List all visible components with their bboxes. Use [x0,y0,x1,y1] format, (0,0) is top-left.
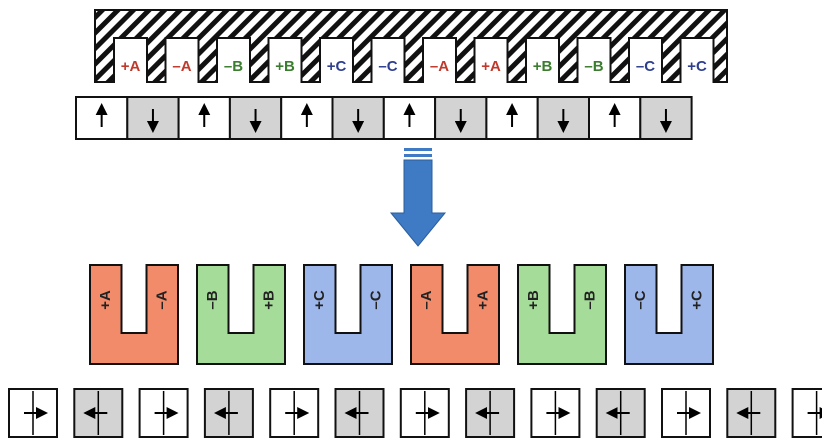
coil-phase-c: –C +C [624,264,714,365]
coil-phase-c: +C –C [303,264,393,365]
slot-label: –B [224,58,243,75]
magnet-left-arrow-icon [595,388,646,438]
magnet-right-arrow-icon [661,388,711,438]
magnet-up-arrow-icon [75,96,129,140]
slot-label: –C [378,58,397,75]
coil-right-label: +C [688,290,705,310]
coil-left-label: +B [525,290,542,310]
magnet-down-arrow-icon [228,96,283,140]
magnet-up-arrow-icon [177,96,231,140]
magnet-left-arrow-icon [203,388,254,438]
slot-label: –A [172,58,191,75]
slot-label: +A [121,58,141,75]
coil-right-label: –B [581,290,598,309]
coil-right-label: –C [367,290,384,309]
coil-phase-a: –A +A [410,264,500,365]
magnet-up-arrow-icon [588,96,642,140]
magnet-left-arrow-icon [334,388,385,438]
magnet-right-arrow-icon [530,388,581,438]
coil-phase-b: +B –B [517,264,607,365]
magnet-down-arrow-icon [639,96,693,140]
coil-left-label: +C [311,290,328,310]
magnet-down-arrow-icon [126,96,180,140]
magnet-right-arrow-icon [269,388,320,438]
magnet-down-arrow-icon [331,96,385,140]
coil-left-label: –A [418,290,435,309]
magnet-left-arrow-icon [726,388,777,438]
bottom-magnet-strip [8,388,822,438]
top-magnet-strip [75,96,693,140]
coil-phase-b: –B +B [196,264,286,365]
coil-row: +A –A –B +B +C –C –A +A +B –B –C +C [89,264,714,365]
slot-label: –C [636,58,655,75]
magnet-up-arrow-icon [280,96,334,140]
stator-core [94,9,728,83]
coil-phase-a: +A –A [89,264,179,365]
magnet-down-arrow-icon [536,96,591,140]
magnet-right-arrow-icon [399,388,450,438]
coil-left-label: +A [97,290,114,310]
coil-right-label: –A [153,290,170,309]
slot-label: +B [533,58,553,75]
coil-left-label: –B [204,290,221,309]
stator-slot-labels: +A –A –B +B +C –C –A +A +B –B –C +C [121,58,707,75]
coil-left-label: –C [632,290,649,309]
coil-right-label: +B [260,290,277,310]
slot-label: +B [275,58,295,75]
slot-label: +C [687,58,707,75]
magnet-up-arrow-icon [485,96,539,140]
magnet-down-arrow-icon [434,96,488,140]
magnet-right-arrow-icon [791,388,822,438]
slot-label: –A [430,58,449,75]
magnet-left-arrow-icon [465,388,516,438]
slot-label: +A [481,58,501,75]
transform-arrow-icon [389,148,447,247]
slot-label: +C [327,58,347,75]
magnet-right-arrow-icon [138,388,189,438]
magnet-right-arrow-icon [8,388,58,438]
coil-right-label: +A [474,290,491,310]
slot-label: –B [584,58,603,75]
magnet-left-arrow-icon [73,388,124,438]
magnet-up-arrow-icon [382,96,437,140]
